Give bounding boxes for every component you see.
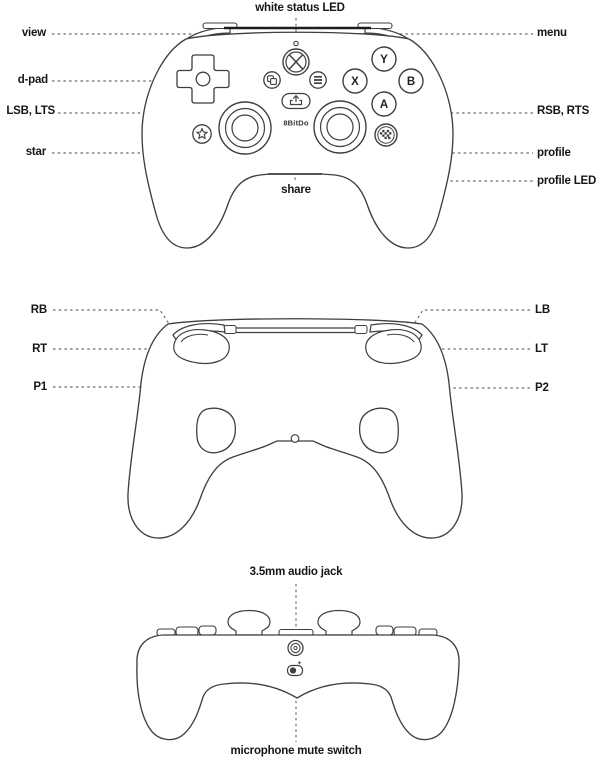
rt-trigger-detail xyxy=(180,333,209,343)
label-audio-jack: 3.5mm audio jack xyxy=(249,566,343,578)
label-lt: LT xyxy=(535,343,548,355)
p2-paddle xyxy=(358,407,399,454)
controller-front xyxy=(141,22,454,249)
left-stick xyxy=(218,101,272,155)
view-button-icon xyxy=(263,71,281,89)
profile-led-ring xyxy=(377,126,395,144)
dpad xyxy=(176,54,230,104)
label-mic-mute-switch: microphone mute switch xyxy=(230,745,362,757)
sync-button xyxy=(290,434,300,443)
x-button xyxy=(342,68,368,94)
back-top-bar xyxy=(233,327,358,334)
back-bar-right-tab xyxy=(354,325,368,334)
controller-bottom xyxy=(136,609,460,741)
profile-button-icon xyxy=(374,123,398,147)
lt-trigger-detail xyxy=(386,333,415,343)
leader-rb xyxy=(53,309,178,337)
y-button xyxy=(371,46,397,72)
right-stick xyxy=(313,100,367,154)
left-stick-cap-bottom xyxy=(227,609,271,636)
lt-trigger-shape xyxy=(365,328,422,365)
bottom-body-outline xyxy=(136,634,460,741)
label-white-status-led: white status LED xyxy=(255,2,345,14)
rt-trigger-shape xyxy=(173,328,230,365)
a-button-letter: A xyxy=(379,98,389,111)
x-button-letter: X xyxy=(351,75,359,88)
label-star: star xyxy=(25,146,46,158)
label-dpad: d-pad xyxy=(17,74,49,86)
menu-button-icon xyxy=(309,71,327,89)
label-rsb-rts: RSB, RTS xyxy=(537,105,590,117)
label-rt: RT xyxy=(32,343,47,355)
b-button xyxy=(398,68,424,94)
right-stick-cap-bottom xyxy=(317,609,361,636)
status-led-dot xyxy=(293,40,299,47)
p1-paddle xyxy=(196,407,237,454)
label-lb: LB xyxy=(535,304,550,316)
label-menu: menu xyxy=(537,27,567,39)
controller-back xyxy=(127,318,463,539)
label-rb: RB xyxy=(30,304,47,316)
dpad-center-circle xyxy=(195,71,211,87)
bottom-edge-bumps xyxy=(156,625,438,637)
brand-logo: 8BitDo xyxy=(283,118,309,128)
leader-lb xyxy=(409,309,530,331)
star-button-icon xyxy=(192,124,212,144)
y-button-letter: Y xyxy=(380,53,388,66)
back-body-outline xyxy=(127,318,463,539)
label-p2: P2 xyxy=(535,382,549,394)
guide-button xyxy=(282,48,310,76)
back-bar-left-tab xyxy=(223,325,237,334)
label-share: share xyxy=(281,184,311,196)
label-view: view xyxy=(21,27,46,39)
a-button xyxy=(371,91,397,117)
label-profile: profile xyxy=(537,147,571,159)
front-body-outline xyxy=(141,31,454,249)
label-profile-led: profile LED xyxy=(537,175,597,187)
share-button-icon xyxy=(281,92,311,110)
mic-mute-switch-icon xyxy=(286,661,304,677)
label-p1: P1 xyxy=(33,381,47,393)
xbox-logo-icon xyxy=(285,51,307,73)
audio-jack-icon xyxy=(287,639,304,657)
label-lsb-lts: LSB, LTS xyxy=(6,105,55,117)
b-button-letter: B xyxy=(406,75,416,88)
